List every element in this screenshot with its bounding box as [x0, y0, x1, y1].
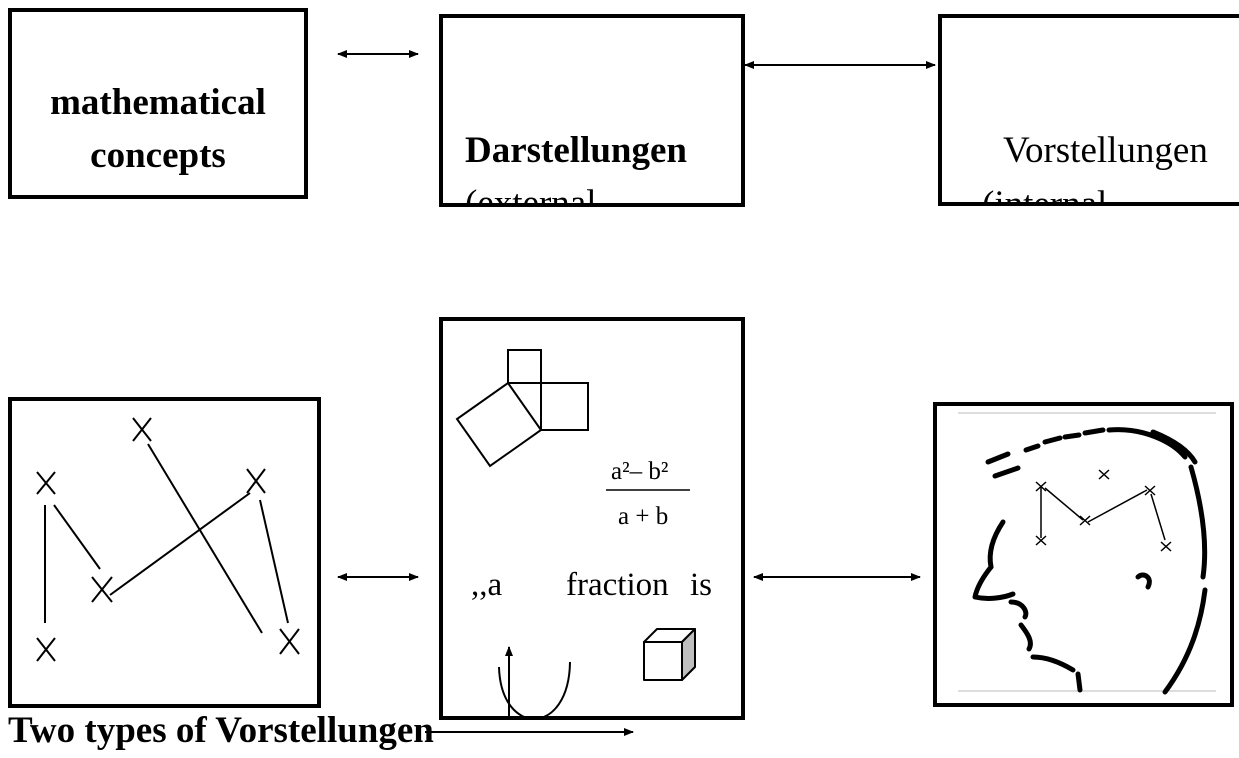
- cross-mark-icon: [36, 637, 56, 662]
- cross-mark-icon: [132, 417, 152, 442]
- representations-box: a²– b² a + b ,,a fraction is: [439, 317, 745, 720]
- connected-crosses-box: [8, 397, 321, 708]
- head-silhouette-box: [933, 402, 1234, 707]
- cross-mark-icon: [91, 576, 113, 603]
- cross-mark-icon: [1079, 515, 1091, 526]
- fraction-formula-numerator: a²– b²: [611, 458, 669, 485]
- vorstellungen-title: Vorstellungen: [1003, 130, 1208, 171]
- cross-mark-icon: [279, 628, 300, 655]
- darstellungen-title: Darstellungen: [465, 130, 687, 171]
- cross-mark-icon: [1035, 481, 1047, 492]
- cross-mark-icon: [1035, 535, 1047, 546]
- cross-mark-icon: [1098, 469, 1110, 480]
- cross-mark-icon: [1144, 485, 1156, 496]
- vorstellungen-box: Vorstellungen (internal: [938, 14, 1239, 206]
- vorstellungen-subtitle: (internal: [982, 184, 1108, 206]
- mathematical-concepts-box: mathematical concepts: [8, 8, 308, 199]
- quote-word-is: is: [690, 567, 713, 603]
- cube-icon: [643, 628, 696, 681]
- darstellungen-box: Darstellungen (external: [439, 14, 745, 207]
- parabola-graph-icon: [498, 646, 571, 716]
- quote-word-fraction: fraction: [566, 567, 669, 603]
- pythagoras-figure-icon: [455, 349, 589, 468]
- darstellungen-subtitle: (external: [465, 183, 597, 207]
- cross-network-diagram: [36, 417, 300, 662]
- caption-two-types: Two types of Vorstellungen: [8, 710, 434, 751]
- quote-word-a: ,,a: [471, 567, 503, 603]
- cross-mark-icon: [1160, 541, 1172, 552]
- cross-mark-icon: [36, 471, 56, 495]
- cross-mark-icon: [246, 468, 266, 494]
- fraction-formula-denominator: a + b: [618, 503, 669, 530]
- head-silhouette-icon: [958, 412, 1216, 695]
- concepts-label-line2: concepts: [90, 135, 226, 176]
- fraction-bar: [606, 489, 690, 491]
- concepts-label-line1: mathematical: [50, 82, 266, 123]
